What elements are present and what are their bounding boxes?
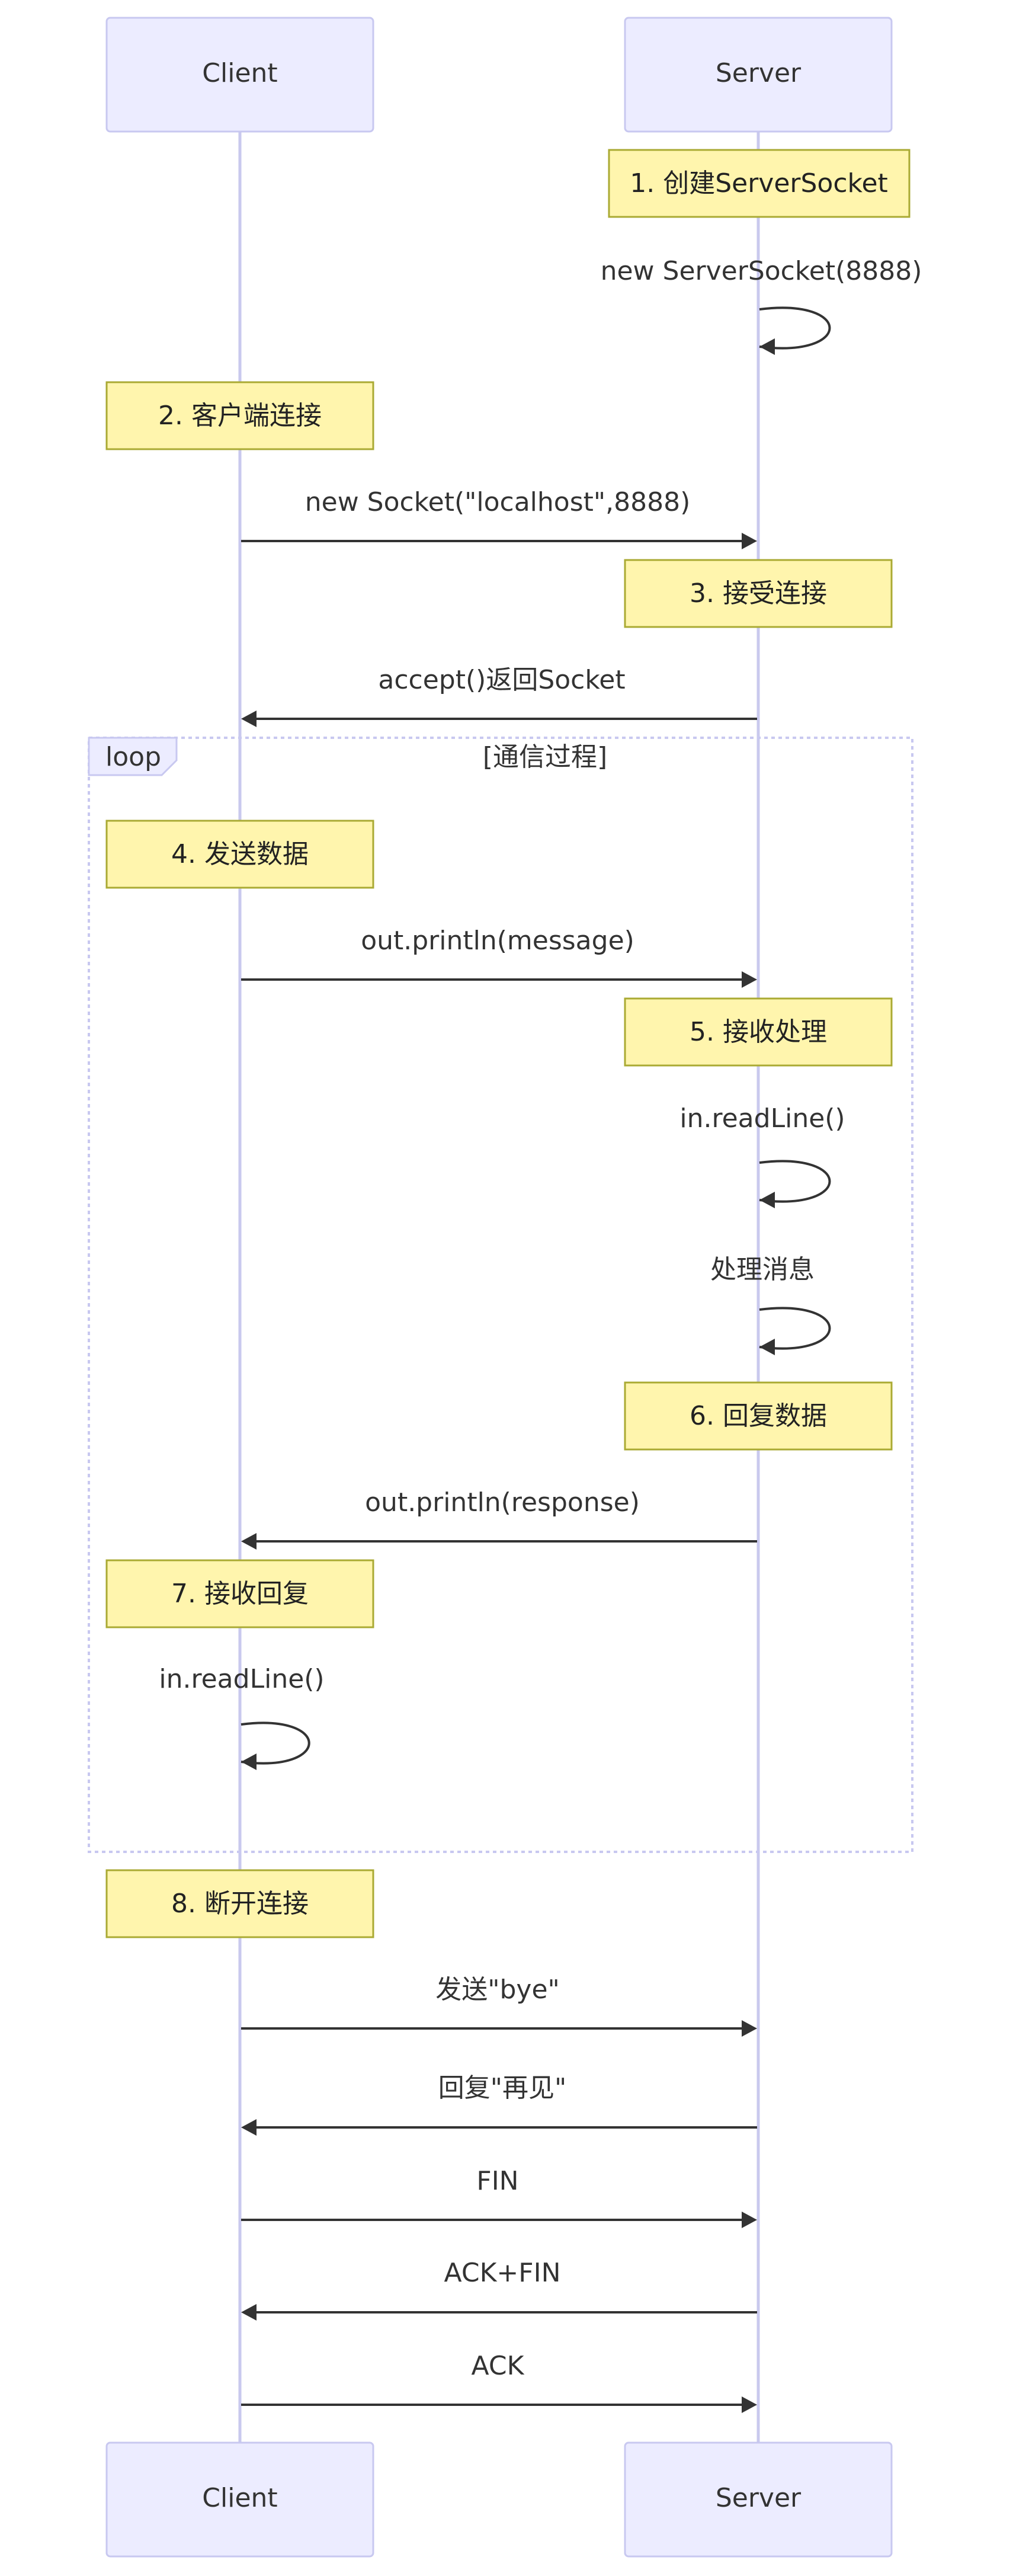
client-actor-top: Client <box>105 17 374 133</box>
arrow-head <box>742 533 757 549</box>
server-actor-label: Server <box>716 58 802 88</box>
note-label: 1. 创建ServerSocket <box>630 168 888 199</box>
note-5: 5. 接收处理 <box>624 997 893 1067</box>
message-ack: ACK <box>241 2351 757 2413</box>
message-reply-goodbye: 回复"再见" <box>241 2073 757 2136</box>
client-actor-label: Client <box>202 2483 277 2513</box>
message-out-println-response: out.println(response) <box>241 1487 757 1550</box>
note-label: 5. 接收处理 <box>690 1017 827 1047</box>
server-actor-top: Server <box>624 17 893 133</box>
message-accept: accept()返回Socket <box>241 665 757 727</box>
note-label: 8. 断开连接 <box>171 1889 309 1919</box>
message-label: in.readLine() <box>159 1664 324 1694</box>
note-3: 3. 接受连接 <box>624 559 893 628</box>
note-4: 4. 发送数据 <box>105 820 374 889</box>
self-message-process: 处理消息 <box>710 1255 831 1355</box>
message-label: new Socket("localhost",8888) <box>305 487 690 517</box>
note-8: 8. 断开连接 <box>105 1869 374 1938</box>
arrow-head <box>742 2212 757 2228</box>
note-2: 2. 客户端连接 <box>105 381 374 450</box>
arrow-head <box>759 1192 775 1208</box>
message-label: ACK <box>472 2351 525 2381</box>
message-label: 回复"再见" <box>438 2073 566 2103</box>
self-message-server-readline: in.readLine() <box>679 1103 845 1208</box>
message-label: accept()返回Socket <box>378 665 625 695</box>
message-label: new ServerSocket(8888) <box>601 256 922 286</box>
server-actor-label: Server <box>716 2483 802 2513</box>
server-actor-bottom: Server <box>624 2441 893 2558</box>
arrow-head <box>241 1753 257 1770</box>
arrow-head <box>742 2396 757 2413</box>
message-out-println-message: out.println(message) <box>241 926 757 988</box>
note-label: 3. 接受连接 <box>690 578 827 609</box>
message-label: ACK+FIN <box>444 2258 561 2288</box>
self-message-client-readline: in.readLine() <box>159 1664 325 1770</box>
note-label: 7. 接收回复 <box>171 1579 309 1609</box>
note-label: 4. 发送数据 <box>171 839 309 869</box>
loop-label: loop <box>105 742 161 772</box>
note-label: 6. 回复数据 <box>690 1401 827 1431</box>
arrow-head <box>241 711 257 727</box>
arrow-head <box>759 1339 775 1355</box>
message-label: in.readLine() <box>679 1103 845 1134</box>
loop-condition: [通信过程] <box>483 742 607 772</box>
note-6: 6. 回复数据 <box>624 1381 893 1451</box>
arrow-head <box>759 338 775 355</box>
loop-frame: loop [通信过程] <box>88 737 913 1853</box>
client-actor-label: Client <box>202 58 277 88</box>
note-label: 2. 客户端连接 <box>158 401 322 431</box>
arrow-head <box>241 2119 257 2136</box>
arrow-head <box>241 1533 257 1550</box>
message-label: 发送"bye" <box>435 1975 560 2005</box>
note-1: 1. 创建ServerSocket <box>608 149 911 218</box>
self-message-new-serversocket: new ServerSocket(8888) <box>601 256 922 355</box>
message-new-socket: new Socket("localhost",8888) <box>241 487 757 549</box>
message-ack-fin: ACK+FIN <box>241 2258 757 2321</box>
message-label: FIN <box>476 2166 518 2196</box>
arrow-head <box>742 2020 757 2037</box>
arrow-head <box>742 971 757 988</box>
note-7: 7. 接收回复 <box>105 1559 374 1628</box>
message-label: 处理消息 <box>710 1255 815 1285</box>
message-fin: FIN <box>241 2166 757 2228</box>
message-label: out.println(message) <box>361 926 634 956</box>
message-send-bye: 发送"bye" <box>241 1975 757 2037</box>
arrow-head <box>241 2304 257 2321</box>
message-label: out.println(response) <box>365 1487 640 1518</box>
client-actor-bottom: Client <box>105 2441 374 2558</box>
